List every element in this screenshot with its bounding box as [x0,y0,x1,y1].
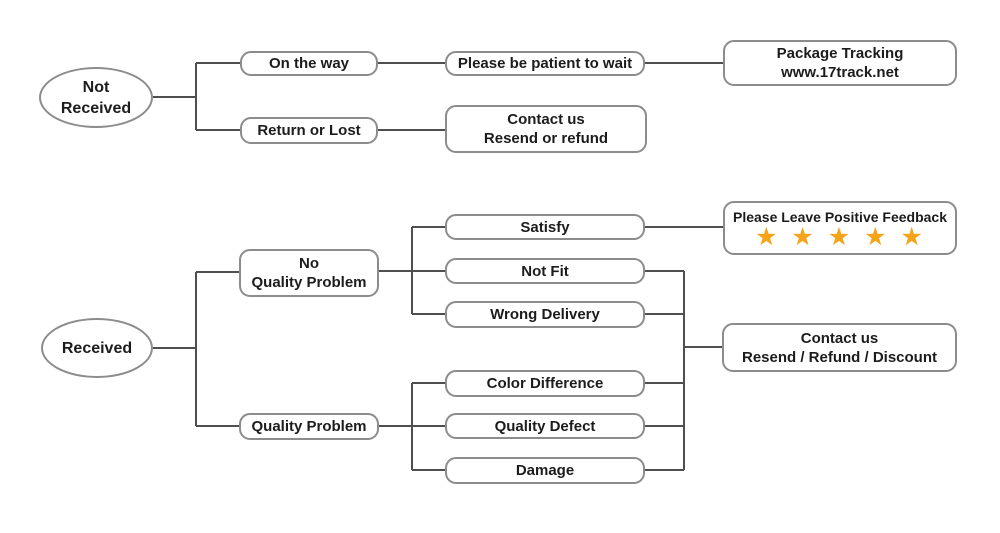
node-no-quality-problem: No Quality Problem [239,249,379,297]
node-label: Please Leave Positive Feedback [732,208,947,225]
node-contact-resend-refund-discount: Contact us Resend / Refund / Discount [722,323,957,372]
node-label: Contact us [507,111,585,128]
node-label: Wrong Delivery [490,306,600,323]
node-received: Received [41,318,153,378]
node-label: Received [61,339,133,357]
node-label: On the way [268,55,350,72]
node-quality-problem: Quality Problem [239,413,379,440]
node-please-be-patient: Please be patient to wait [445,51,645,76]
node-satisfy: Satisfy [445,214,645,240]
node-on-the-way: On the way [240,51,378,76]
node-quality-defect: Quality Defect [445,413,645,439]
node-positive-feedback: Please Leave Positive Feedback ★ ★ ★ ★ ★ [723,201,957,255]
node-return-or-lost: Return or Lost [240,117,378,144]
node-contact-resend-refund: Contact us Resend or refund [445,105,647,153]
node-not-received: Not Received [39,67,153,128]
node-label: Resend / Refund / Discount [741,348,937,366]
node-label: Please be patient to wait [457,55,633,72]
node-label: Quality Problem [251,418,367,435]
node-label: Resend or refund [483,130,609,147]
node-package-tracking: Package Tracking www.17track.net [723,40,957,86]
node-label: Damage [515,462,575,479]
node-label: Quality Problem [251,274,367,291]
node-label: Return or Lost [257,122,361,139]
star-rating-icons: ★ ★ ★ ★ ★ [755,222,925,251]
node-color-difference: Color Difference [445,370,645,397]
tracking-url: www.17track.net [781,64,899,81]
node-label: Quality Defect [494,417,596,435]
node-label: Received [60,99,132,117]
node-label: Not [82,78,110,96]
node-label: Color Difference [486,375,604,392]
node-label: Satisfy [520,218,570,236]
node-wrong-delivery: Wrong Delivery [445,301,645,328]
node-label: No [299,255,319,272]
node-label: Contact us [800,329,879,347]
node-label: Not Fit [521,262,569,280]
node-label: Package Tracking [776,45,904,62]
node-not-fit: Not Fit [445,258,645,284]
node-damage: Damage [445,457,645,484]
